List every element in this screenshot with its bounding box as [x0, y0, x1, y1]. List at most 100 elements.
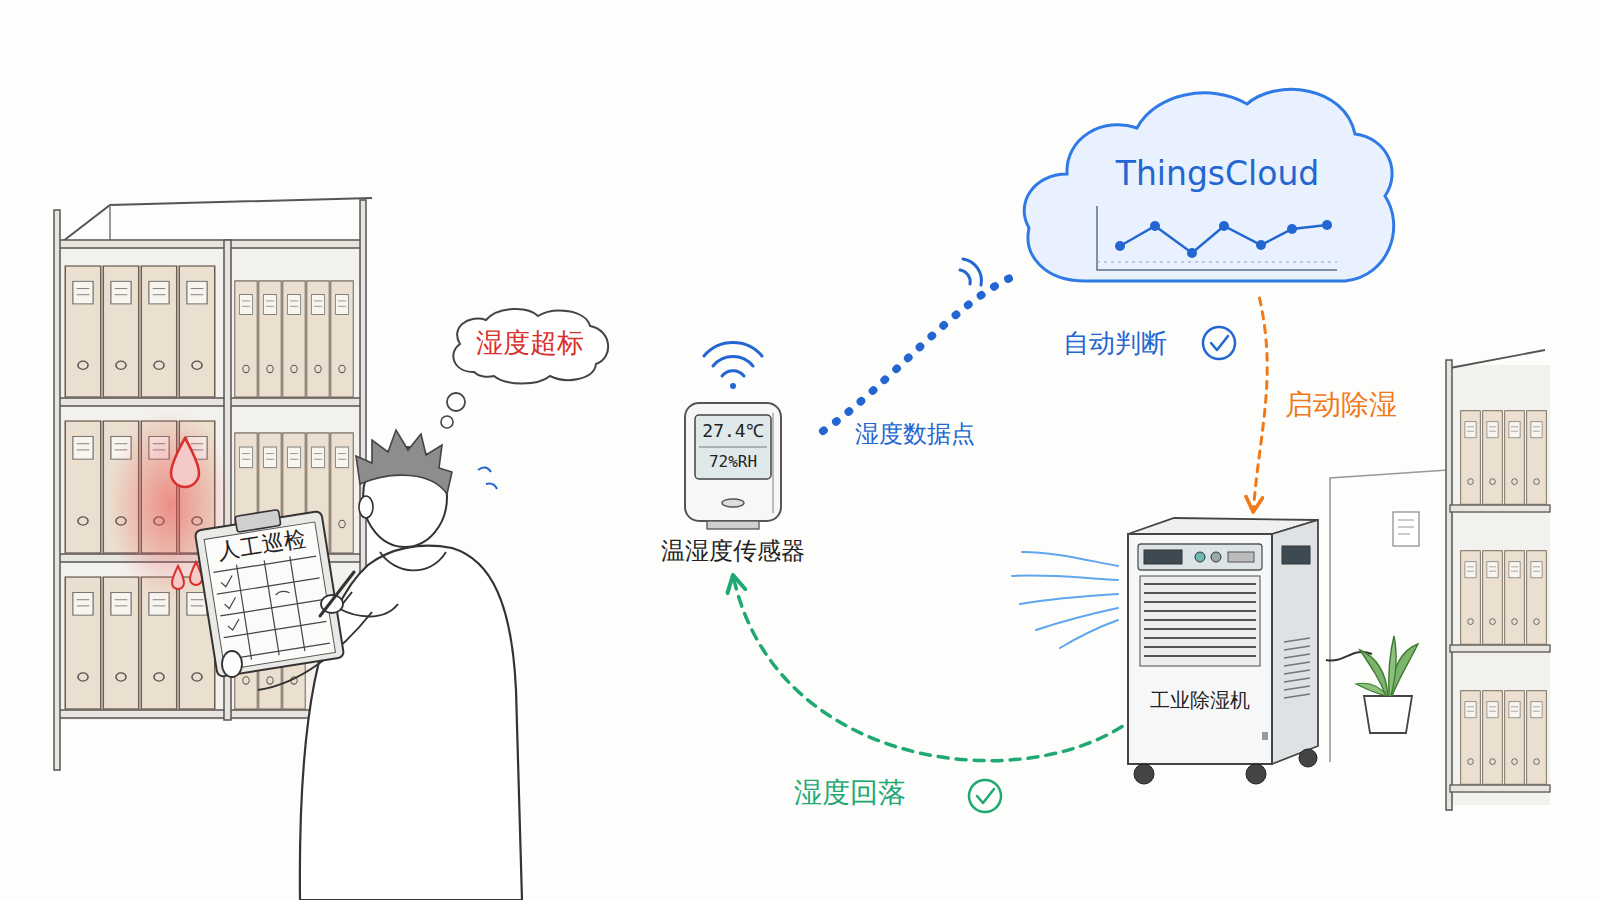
inspector-person	[478, 467, 491, 472]
right-room	[1483, 551, 1503, 645]
dehumidifier-outline	[1282, 546, 1310, 564]
right-room	[1446, 360, 1452, 810]
archive-shelf-left	[235, 281, 257, 397]
clipboard-outline	[195, 511, 345, 677]
right-room	[1326, 652, 1372, 661]
clipboard-outline	[235, 510, 281, 533]
dehumidifier-outline	[1195, 552, 1205, 562]
wifi-signal	[960, 270, 970, 284]
cloud-outline	[1150, 221, 1160, 231]
right-room	[1461, 691, 1481, 785]
dehumidifier-outline	[1144, 584, 1256, 656]
feedback-arrow	[733, 575, 1122, 761]
inspector-person	[486, 484, 497, 489]
archive-shelf-left	[58, 398, 364, 406]
archive-shelf-left	[58, 710, 364, 718]
wifi-signal	[722, 371, 744, 376]
sensor-outline	[722, 499, 744, 507]
archive-shelf-left	[141, 577, 176, 709]
airflow-lines	[1036, 608, 1118, 630]
right-room	[1356, 683, 1387, 696]
cloud-outline	[1097, 206, 1337, 270]
dehumidifier-outline	[1299, 749, 1317, 767]
clipboard-outline	[227, 619, 240, 631]
right-room	[1360, 650, 1388, 696]
right-room	[1389, 636, 1396, 696]
dehumidifier-outline	[1144, 655, 1256, 657]
right-room	[1483, 411, 1503, 505]
right-room	[1505, 691, 1525, 785]
check-mark	[1203, 327, 1235, 359]
dehumidifier-outline	[1144, 637, 1256, 639]
cloud-outline	[1115, 220, 1332, 258]
wifi-signal	[704, 259, 981, 389]
archive-shelf-left	[307, 281, 329, 397]
control-arrow	[1253, 298, 1267, 512]
thought-dots	[447, 393, 465, 411]
inspector-person	[380, 552, 446, 570]
right-room	[1450, 785, 1550, 792]
clipboard-outline	[290, 556, 305, 651]
cloud-platform: ThingsCloud	[1015, 76, 1400, 298]
dehumidifier-outline	[1284, 662, 1310, 666]
archive-shelf-left	[58, 198, 372, 245]
dehumidifier-outline	[1144, 583, 1256, 585]
archive-shelf-left	[141, 266, 176, 397]
dehumidifier-outline	[1284, 638, 1310, 698]
wifi-signal	[704, 343, 762, 356]
dehumidifier-outline	[1122, 512, 1327, 787]
dehumidifier: 工业除湿机	[1122, 512, 1327, 787]
inspector-person	[359, 496, 373, 518]
sensor-outline	[695, 415, 771, 479]
wifi-signal	[730, 383, 736, 389]
check-mark	[1211, 336, 1228, 350]
edge-label: 湿度数据点	[855, 420, 975, 449]
cloud-outline	[1115, 241, 1125, 251]
airflow-lines	[1012, 575, 1118, 580]
inspector-hands	[222, 572, 398, 677]
archive-shelf-left	[58, 240, 364, 248]
dehumidifier-outline	[1134, 764, 1154, 784]
inspector-hands	[321, 595, 343, 613]
dehumidifier-outline	[1144, 646, 1256, 648]
archive-shelf-left	[172, 566, 184, 589]
clipboard-outline	[220, 576, 233, 588]
airflow-lines	[1020, 594, 1118, 604]
dehumidifier-outline	[1211, 552, 1221, 562]
dehumidifier-outline	[1144, 628, 1256, 630]
bubble-text: 湿度超标	[446, 327, 614, 359]
inspector-person	[363, 447, 447, 547]
dehumidifier-outline	[1144, 592, 1256, 594]
archive-shelf-left	[171, 438, 199, 487]
right-room	[1461, 411, 1481, 505]
archive-shelf-left	[109, 205, 111, 240]
status-note: 自动判断	[1063, 328, 1167, 359]
archive-shelf-left	[65, 266, 100, 397]
right-room	[1527, 691, 1547, 785]
archive-shelf-left	[360, 200, 366, 760]
sensor-outline	[699, 447, 767, 448]
sensor-outline	[685, 403, 781, 521]
cloud-outline	[1322, 220, 1332, 230]
dehumidifier-outline	[1144, 601, 1256, 603]
cloud-outline	[1256, 240, 1266, 250]
airflow-lines	[1022, 552, 1118, 566]
right-room	[1505, 551, 1525, 645]
archive-shelf-left	[331, 281, 353, 397]
sensor-outline	[707, 521, 759, 529]
right-room	[1450, 365, 1550, 805]
device-label: 温湿度传感器	[643, 537, 823, 566]
right-room	[1393, 512, 1419, 546]
archive-shelf-left	[54, 210, 60, 770]
archive-shelf-left	[103, 421, 138, 553]
wifi-signal	[713, 357, 753, 366]
cloud-outline	[1187, 248, 1197, 258]
dehumidifier-outline	[1284, 694, 1310, 698]
clipboard-outline	[275, 590, 289, 595]
sensor-device: 27.4℃72%RH温湿度传感器	[643, 395, 823, 575]
archive-shelf-left	[283, 281, 305, 397]
